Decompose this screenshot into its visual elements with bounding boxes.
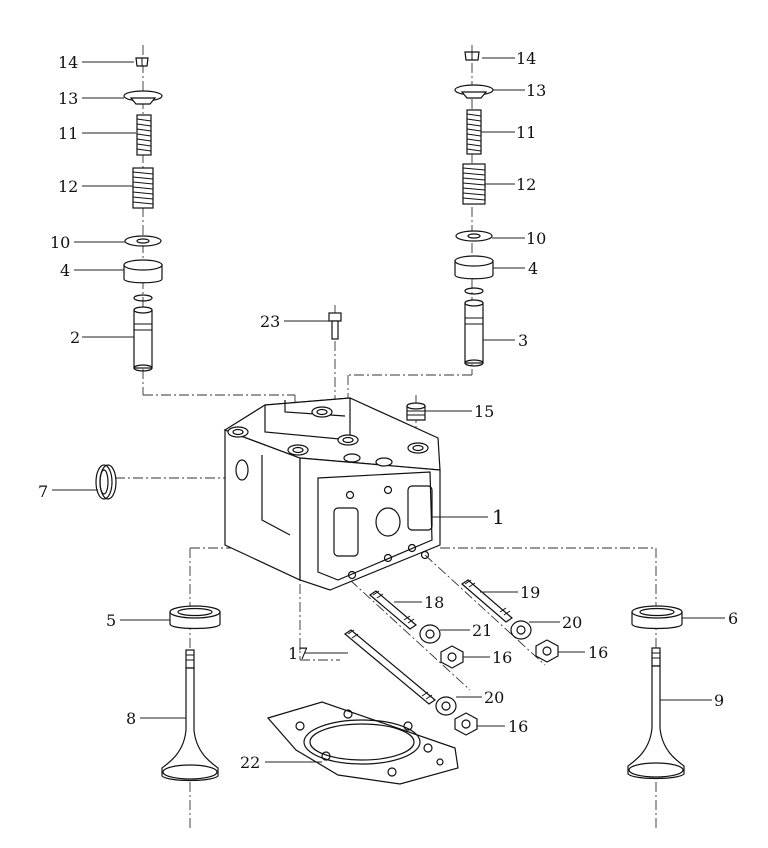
nuts-16 — [440, 639, 559, 736]
valve-seat-6 — [631, 605, 683, 630]
cylinder-head — [223, 397, 441, 591]
label-22: 22 — [240, 753, 260, 772]
label-16-right: 16 — [588, 643, 608, 662]
label-19: 19 — [520, 583, 540, 602]
label-4-right: 4 — [528, 259, 538, 278]
stud-17 — [343, 629, 437, 705]
stud-19 — [461, 579, 513, 623]
label-20-right: 20 — [562, 613, 582, 632]
label-2: 2 — [70, 328, 80, 347]
leader-lines — [52, 57, 725, 763]
label-20-lower: 20 — [484, 688, 504, 707]
label-12-right: 12 — [516, 175, 536, 194]
label-13-left: 13 — [58, 89, 78, 108]
label-7: 7 — [38, 482, 48, 501]
nut-15 — [406, 402, 426, 421]
valve-9 — [627, 647, 685, 780]
valve-8 — [161, 649, 219, 782]
label-1: 1 — [492, 505, 505, 529]
washers — [419, 620, 532, 716]
right-valve-stack — [454, 51, 494, 367]
label-11-right: 11 — [516, 123, 536, 142]
label-4-left: 4 — [60, 261, 70, 280]
label-23: 23 — [260, 312, 280, 331]
valve-seat-5 — [169, 605, 221, 630]
label-15: 15 — [474, 402, 494, 421]
label-13-right: 13 — [526, 81, 546, 100]
label-14-right: 14 — [516, 49, 536, 68]
label-10-right: 10 — [526, 229, 546, 248]
part-labels: 14 13 11 12 10 4 2 23 14 13 11 12 10 4 3… — [38, 49, 738, 772]
label-12-left: 12 — [58, 177, 78, 196]
label-16-middle: 16 — [492, 648, 512, 667]
label-6: 6 — [728, 609, 738, 628]
label-17: 17 — [288, 644, 308, 663]
label-16-lower: 16 — [508, 717, 528, 736]
label-9: 9 — [714, 691, 724, 710]
label-21: 21 — [472, 621, 492, 640]
gasket-22 — [266, 701, 459, 785]
label-8: 8 — [126, 709, 136, 728]
label-10-left: 10 — [50, 233, 70, 252]
label-14-left: 14 — [58, 53, 78, 72]
stud-18 — [369, 590, 417, 630]
ring-7 — [95, 464, 117, 500]
label-11-left: 11 — [58, 124, 78, 143]
label-3: 3 — [518, 331, 528, 350]
label-18: 18 — [424, 593, 444, 612]
left-valve-stack — [123, 57, 163, 372]
label-5: 5 — [106, 611, 116, 630]
bolt-23 — [328, 312, 342, 340]
